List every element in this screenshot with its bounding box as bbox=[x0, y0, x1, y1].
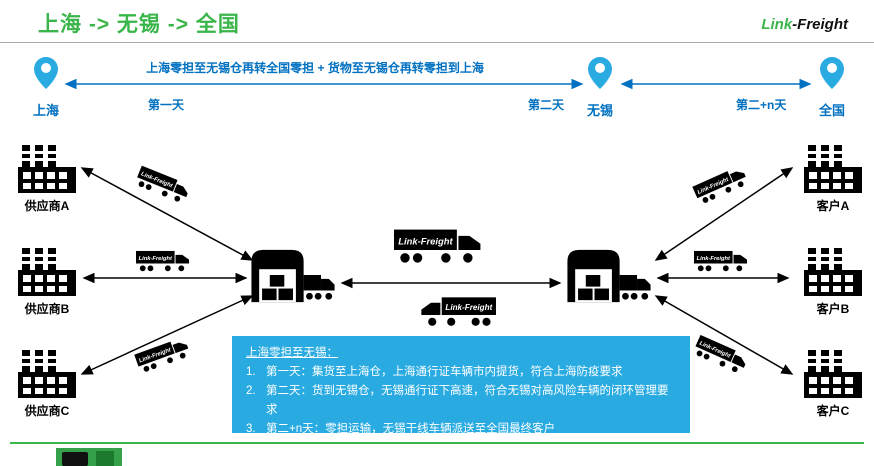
svg-text:Link-Freight: Link-Freight bbox=[398, 235, 453, 246]
supplier-b-label: 供应商B bbox=[24, 302, 70, 316]
location-pin-icon bbox=[34, 57, 58, 89]
header-divider bbox=[0, 42, 874, 43]
info-box: 上海零担至无锡： 1. 第一天：集货至上海仓，上海通行证车辆市内提货，符合上海防… bbox=[232, 336, 690, 435]
info-box-item-1: 1. 第一天：集货至上海仓，上海通行证车辆市内提货，符合上海防疫要求 bbox=[246, 363, 676, 382]
branded-truck-icon: Link-Freight bbox=[136, 250, 190, 272]
info-box-title: 上海零担至无锡： bbox=[246, 347, 338, 359]
location-pin-icon bbox=[820, 57, 844, 89]
footer-divider bbox=[10, 442, 864, 444]
svg-text:Link-Freight: Link-Freight bbox=[697, 256, 731, 262]
day-label-2n: 第二+n天 bbox=[736, 98, 787, 112]
arrow-customer-a bbox=[654, 167, 794, 261]
branded-truck-icon: Link-Freight bbox=[137, 165, 188, 202]
pin-label-national: 全国 bbox=[818, 103, 845, 118]
route-description-label: 上海零担至无锡仓再转全国零担 + 货物至无锡仓再转零担到上海 bbox=[146, 61, 484, 75]
day-label-1: 第一天 bbox=[148, 98, 185, 112]
info-item-number: 1. bbox=[246, 365, 256, 378]
arrow-supplier-c bbox=[80, 295, 254, 375]
branded-truck-icon: Link-Freight bbox=[694, 250, 748, 272]
customer-b-label: 客户B bbox=[816, 302, 850, 316]
factory-icon bbox=[804, 350, 862, 398]
location-pin-icon bbox=[588, 57, 612, 89]
brand-logo-dark: -Freight bbox=[792, 16, 848, 33]
customer-a-label: 客户A bbox=[816, 199, 850, 213]
truck-photo-fragment bbox=[56, 448, 122, 466]
factory-icon bbox=[18, 145, 76, 193]
info-box-item-2: 2. 第二天：货到无锡仓，无锡通行证下高速，符合无锡对高风险车辆的闭环管理要求 bbox=[246, 382, 676, 420]
info-box-item-3: 3. 第二+n天：零担运输，无锡干线车辆派送至全国最终客户 bbox=[246, 420, 676, 439]
supplier-c-label: 供应商C bbox=[24, 404, 70, 418]
pin-label-shanghai: 上海 bbox=[32, 103, 59, 118]
info-item-number: 3. bbox=[246, 422, 256, 435]
svg-text:Link-Freight: Link-Freight bbox=[139, 256, 173, 262]
day-label-2: 第二天 bbox=[528, 98, 565, 112]
brand-logo: Link-Freight bbox=[761, 16, 848, 33]
info-item-text: 第二+n天：零担运输，无锡干线车辆派送至全国最终客户 bbox=[266, 422, 556, 435]
branded-truck-icon: Link-Freight bbox=[134, 341, 189, 372]
info-item-number: 2. bbox=[246, 384, 256, 397]
warehouse-icon bbox=[567, 249, 651, 303]
factory-icon bbox=[18, 350, 76, 398]
info-item-text: 第二天：货到无锡仓，无锡通行证下高速，符合无锡对高风险车辆的闭环管理要求 bbox=[266, 384, 669, 416]
pin-label-wuxi: 无锡 bbox=[586, 103, 613, 118]
warehouse-icon bbox=[251, 249, 335, 303]
branded-truck-icon: Link-Freight bbox=[692, 171, 746, 203]
branded-truck-icon: Link-Freight bbox=[421, 297, 496, 326]
page-title: 上海 -> 无锡 -> 全国 bbox=[38, 13, 240, 36]
factory-icon bbox=[804, 145, 862, 193]
brand-logo-green: Link bbox=[761, 16, 793, 33]
factory-icon bbox=[18, 248, 76, 296]
branded-truck-icon: Link-Freight bbox=[394, 229, 481, 263]
factory-icon bbox=[804, 248, 862, 296]
customer-c-label: 客户C bbox=[816, 404, 850, 418]
arrow-supplier-a bbox=[80, 167, 254, 261]
svg-text:Link-Freight: Link-Freight bbox=[445, 303, 492, 312]
arrow-customer-c bbox=[654, 295, 794, 375]
supplier-a-label: 供应商A bbox=[24, 199, 70, 213]
branded-truck-icon: Link-Freight bbox=[695, 334, 746, 373]
info-item-text: 第一天：集货至上海仓，上海通行证车辆市内提货，符合上海防疫要求 bbox=[266, 365, 623, 378]
